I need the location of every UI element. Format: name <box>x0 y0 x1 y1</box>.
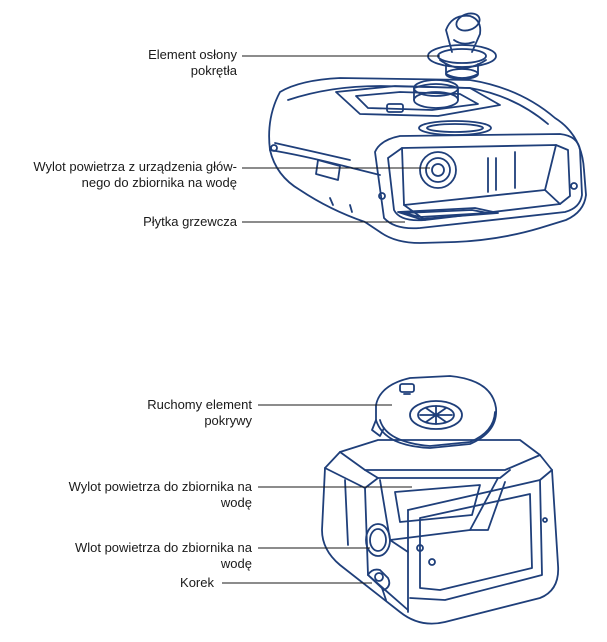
label-knob-cover: Element osłony pokrętła <box>148 47 237 78</box>
label-air-outlet: Wylot powietrza z urządzenia głów- nego … <box>33 159 237 190</box>
main-unit-drawing <box>268 77 587 244</box>
label-heater-plate: Płytka grzewcza <box>143 214 237 229</box>
label-plug: Korek <box>180 575 214 590</box>
movable-lid-drawing <box>371 375 497 449</box>
label-lid-element: Ruchomy element pokrywy <box>147 397 252 428</box>
label-tank-outlet: Wylot powietrza do zbiornika na wodę <box>68 479 252 510</box>
water-chamber-drawing <box>321 439 560 625</box>
knob-cover-drawing <box>427 12 497 80</box>
label-tank-inlet: Wlot powietrza do zbiornika na wodę <box>74 540 252 571</box>
